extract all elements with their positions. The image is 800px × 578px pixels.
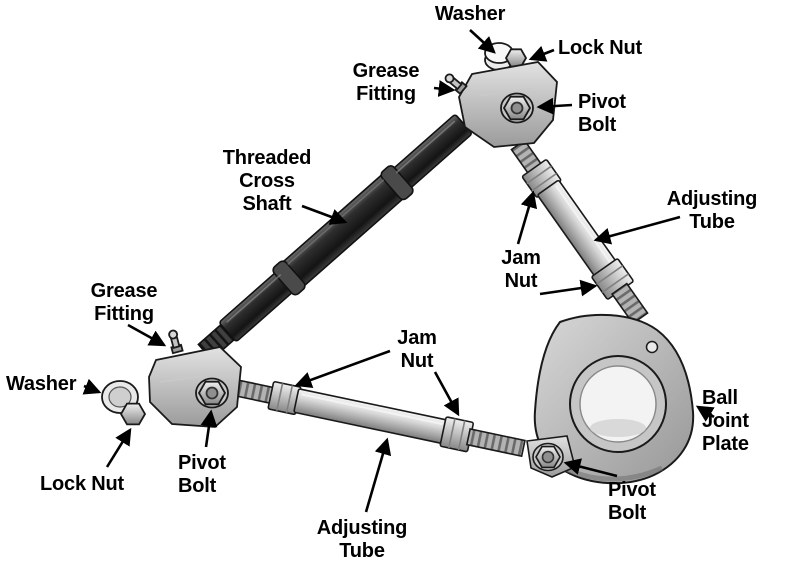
label-grease-fitting-top: Grease Fitting	[352, 60, 420, 105]
arrow-grease-fitting-top	[433, 80, 456, 97]
arrow-jam-nut-bottom-left	[294, 349, 391, 389]
arrow-pivot-bolt-left	[200, 409, 218, 448]
pivot-bolt-top-part	[500, 92, 534, 124]
pivot-bolt-left-part	[195, 377, 229, 409]
threaded-cross-shaft-part	[197, 114, 472, 361]
label-pivot-bolt-left: Pivot Bolt	[178, 452, 226, 497]
arrow-ball-joint-plate	[695, 405, 715, 422]
lock-nut-left-part	[119, 402, 147, 426]
grease-fitting-left-part	[168, 329, 184, 355]
callout-arrows	[82, 29, 715, 513]
label-washer-left: Washer	[6, 373, 77, 395]
arrow-washer-top	[469, 29, 496, 54]
label-threaded-cross-shaft: Threaded Cross Shaft	[222, 147, 312, 215]
arrow-jam-nut-right-down	[539, 279, 598, 297]
arrow-threaded-cross-shaft	[301, 204, 348, 225]
label-adjusting-tube-bottom: Adjusting Tube	[316, 517, 408, 562]
left-joint-assembly	[101, 329, 242, 428]
arrow-pivot-bolt-top	[536, 97, 573, 115]
arrow-lock-nut-top	[528, 45, 555, 62]
label-pivot-bolt-bottom: Pivot Bolt	[608, 479, 656, 524]
label-jam-nut-bottom: Jam Nut	[397, 327, 437, 372]
arrow-grease-fitting-left	[127, 323, 167, 347]
label-lock-nut-left: Lock Nut	[40, 473, 124, 495]
arrow-jam-nut-bottom-right	[433, 371, 460, 417]
label-lock-nut-top: Lock Nut	[558, 37, 642, 59]
ball-joint-plate-part	[533, 313, 695, 485]
arrow-pivot-bolt-bottom	[563, 458, 618, 478]
arrow-washer-left	[82, 378, 102, 395]
plate-rivet-hole	[645, 340, 659, 354]
label-grease-fitting-left: Grease Fitting	[90, 280, 158, 325]
arrow-lock-nut-left	[105, 427, 132, 468]
label-ball-joint-plate: Ball Joint Plate	[702, 387, 749, 455]
arrow-adjusting-tube-bottom	[364, 437, 392, 513]
pivot-bolt-bottom-part	[526, 435, 576, 478]
top-joint-assembly	[444, 42, 558, 148]
label-adjusting-tube-right: Adjusting Tube	[666, 188, 758, 233]
label-washer-top: Washer	[434, 3, 506, 25]
adjusting-tube-bottom-part	[215, 375, 526, 458]
label-jam-nut-right: Jam Nut	[501, 247, 541, 292]
adjusting-tube-right-part	[510, 139, 649, 325]
arrow-adjusting-tube-right	[593, 215, 681, 245]
arrow-jam-nut-right-up	[516, 190, 538, 245]
label-pivot-bolt-top: Pivot Bolt	[578, 91, 626, 136]
